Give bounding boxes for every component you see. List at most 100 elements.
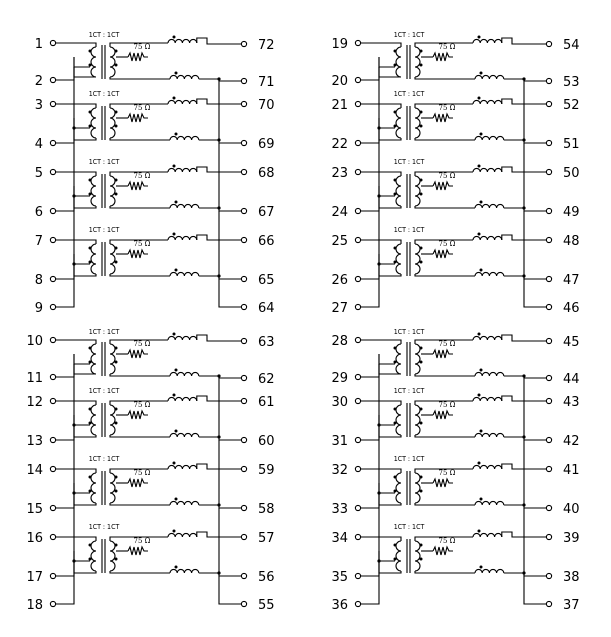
polarity-dot — [419, 178, 423, 182]
primary-top-wire — [361, 468, 402, 473]
right-top-wire — [196, 166, 241, 173]
secondary-top-wire — [414, 239, 473, 244]
polarity-dot — [114, 124, 118, 128]
secondary-top-wire — [414, 171, 473, 176]
right-top-wire — [501, 98, 546, 105]
polarity-dot — [88, 421, 92, 425]
turns-ratio-label: 1CT : 1CT — [89, 328, 120, 336]
left-pin-label-35: 35 — [331, 570, 348, 585]
secondary-bottom-wire — [109, 503, 170, 506]
left-pin-label-11: 11 — [26, 371, 43, 386]
polarity-dot — [174, 429, 178, 433]
channel-group-19-27: 1920212223242526275453525150494847461CT … — [331, 31, 579, 316]
polarity-dot — [419, 475, 423, 479]
secondary-bottom-wire — [414, 435, 475, 438]
polarity-dot — [114, 49, 118, 53]
right-terminal-57 — [240, 533, 248, 541]
right-terminal-61 — [240, 397, 248, 405]
common-mode-choke-bottom — [474, 500, 505, 506]
right-top-wire — [501, 234, 546, 241]
primary-top-wire — [56, 339, 97, 344]
right-top-wire — [501, 166, 546, 173]
left-pin-label-36: 36 — [331, 598, 348, 613]
right-terminal-45 — [545, 337, 553, 345]
common-mode-choke-top — [167, 532, 198, 538]
left-terminal-2 — [49, 76, 57, 84]
polarity-dot — [174, 71, 178, 75]
secondary-top-wire — [109, 468, 168, 473]
polarity-dot — [477, 529, 481, 533]
left-pin-label-8: 8 — [35, 273, 43, 288]
right-pin-label-52: 52 — [563, 98, 580, 113]
polarity-dot — [174, 368, 178, 372]
left-pin-label-13: 13 — [26, 434, 43, 449]
turns-ratio-label: 1CT : 1CT — [394, 455, 425, 463]
right-top-wire — [501, 463, 546, 470]
left-terminal-26 — [354, 275, 362, 283]
left-terminal-13 — [49, 436, 57, 444]
secondary-top-wire — [414, 103, 473, 108]
polarity-dot — [88, 192, 92, 196]
polarity-dot — [419, 346, 423, 350]
right-terminal-40 — [545, 504, 553, 512]
polarity-dot — [419, 49, 423, 53]
secondary-top-wire — [414, 400, 473, 405]
right-terminal-67 — [240, 207, 248, 215]
termination-resistor — [432, 180, 453, 191]
primary-top-wire — [361, 42, 402, 47]
turns-ratio-label: 1CT : 1CT — [89, 226, 120, 234]
common-mode-choke-bottom — [474, 203, 505, 209]
polarity-dot — [419, 421, 423, 425]
right-pin-label-72: 72 — [258, 38, 275, 53]
right-top-wire — [501, 334, 546, 342]
right-pin-label-54: 54 — [563, 38, 580, 53]
left-terminal-1 — [49, 39, 57, 47]
right-pin-label-47: 47 — [563, 273, 580, 288]
right-pin-label-65: 65 — [258, 273, 275, 288]
secondary-top-wire — [414, 536, 473, 541]
right-terminal-62 — [240, 374, 248, 382]
polarity-dot — [479, 565, 483, 569]
termination-resistor — [432, 112, 453, 123]
left-pin-label-30: 30 — [331, 395, 348, 410]
common-mode-choke-bottom — [169, 500, 200, 506]
turns-ratio-label: 1CT : 1CT — [394, 158, 425, 166]
polarity-dot — [419, 124, 423, 128]
right-top-wire — [196, 531, 241, 538]
right-terminal-55 — [240, 600, 248, 608]
common-mode-choke-bottom — [169, 135, 200, 141]
polarity-dot — [114, 110, 118, 114]
polarity-dot — [393, 489, 397, 493]
turns-ratio-label: 1CT : 1CT — [394, 90, 425, 98]
polarity-dot — [419, 557, 423, 561]
right-top-wire — [196, 37, 241, 45]
left-pin-label-31: 31 — [331, 434, 348, 449]
turns-ratio-label: 1CT : 1CT — [89, 387, 120, 395]
resistor-value-label: 75 Ω — [439, 537, 456, 545]
polarity-dot — [479, 71, 483, 75]
common-mode-choke-top — [167, 235, 198, 241]
primary-top-wire — [56, 239, 97, 244]
resistor-value-label: 75 Ω — [439, 172, 456, 180]
right-pin-label-69: 69 — [258, 137, 275, 152]
left-pin-label-3: 3 — [35, 98, 43, 113]
common-mode-choke-bottom — [474, 135, 505, 141]
primary-top-wire — [361, 171, 402, 176]
polarity-dot — [114, 260, 118, 264]
right-pin-label-70: 70 — [258, 98, 275, 113]
turns-ratio-label: 1CT : 1CT — [394, 226, 425, 234]
right-pin-label-40: 40 — [563, 502, 580, 517]
left-terminal-6 — [49, 207, 57, 215]
polarity-dot — [393, 360, 397, 364]
termination-resistor — [432, 348, 453, 359]
polarity-dot — [393, 124, 397, 128]
common-mode-choke-bottom — [474, 74, 505, 80]
junction-dot — [217, 138, 221, 142]
left-pin-label-9: 9 — [35, 301, 43, 316]
left-pin-label-19: 19 — [331, 37, 348, 52]
junction-dot — [522, 503, 526, 507]
right-pin-label-48: 48 — [563, 234, 580, 249]
junction-dot — [217, 206, 221, 210]
